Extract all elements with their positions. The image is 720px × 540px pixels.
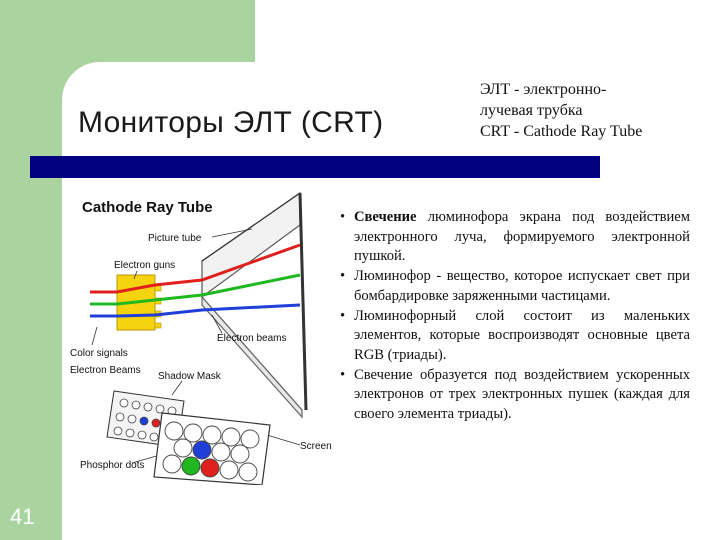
screen-edge <box>298 192 308 411</box>
phosphor-blue <box>192 440 212 460</box>
label-electron-beams: Electron beams <box>217 333 286 344</box>
slide-subtitle: ЭЛТ - электронно- лучевая трубка CRT - C… <box>480 79 710 142</box>
crt-diagram: Cathode Ray Tube Picture tube Electron g… <box>70 191 332 485</box>
bullet-text: Свечение образуется под воздействием уск… <box>354 366 690 423</box>
diagram-heading: Cathode Ray Tube <box>82 199 213 216</box>
label-electron-beams-2: Electron Beams <box>70 365 141 376</box>
phosphor-red <box>200 458 220 478</box>
subtitle-line: лучевая трубка <box>480 102 583 119</box>
subtitle-line: ЭЛТ - электронно- <box>480 81 607 98</box>
slide-title: Мониторы ЭЛТ (CRT) <box>78 106 384 139</box>
beam-blue <box>90 303 301 318</box>
subtitle-line: CRT - Cathode Ray Tube <box>480 123 643 140</box>
bullet-item: Свечение люминофора экрана под воздейств… <box>334 208 690 267</box>
bullet-text: Люминофор - вещество, которое испускает … <box>354 268 690 304</box>
page-number: 41 <box>10 504 35 529</box>
label-shadow-mask: Shadow Mask <box>158 371 222 382</box>
label-color-signals: Color signals <box>70 348 128 359</box>
bullet-text: Люминофорный слой состоит из маленьких э… <box>354 307 690 363</box>
decor-green-left <box>0 0 62 540</box>
bullet-item: Люминофорный слой состоит из маленьких э… <box>334 307 690 366</box>
title-underline-bar <box>30 156 600 178</box>
label-phosphor-dots: Phosphor dots <box>80 460 145 471</box>
label-screen: Screen <box>300 441 332 452</box>
gun-pins <box>154 284 162 329</box>
bullet-item: Люминофор - вещество, которое испускает … <box>334 267 690 306</box>
phosphor-dots-plate <box>153 412 271 485</box>
bullet-list: Свечение люминофора экрана под воздейств… <box>334 208 690 425</box>
bullet-text: люминофора экрана под воздействием элект… <box>354 209 690 265</box>
label-electron-guns: Electron guns <box>114 260 175 271</box>
bullet-bold: Свечение <box>354 209 417 225</box>
decor-white-corner <box>62 62 162 162</box>
beam-red <box>90 243 301 294</box>
beam-green <box>90 273 301 306</box>
bullet-item: Свечение образуется под воздействием уск… <box>334 366 690 425</box>
label-picture-tube: Picture tube <box>148 233 202 244</box>
phosphor-green <box>181 456 201 476</box>
